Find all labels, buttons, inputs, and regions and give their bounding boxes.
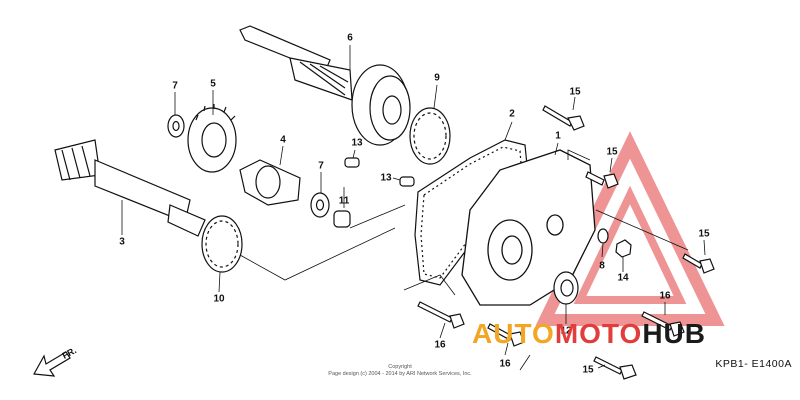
washer-8 (597, 228, 609, 244)
callout-7-top: 7 (172, 80, 178, 92)
callout-13-mid: 13 (380, 172, 392, 184)
copyright-line-2: Page design (c) 2004 - 2014 by ARI Netwo… (328, 371, 472, 377)
callout-15-bottom: 15 (582, 364, 594, 376)
washer-7-mid (310, 192, 330, 218)
callout-4: 4 (280, 134, 286, 146)
callout-11: 11 (338, 195, 350, 207)
bolt-15-bottom (593, 356, 637, 380)
front-direction-arrow (33, 351, 71, 377)
callout-6: 6 (347, 32, 353, 44)
bolt-15-mid (585, 171, 619, 189)
washer-7-top (167, 114, 185, 138)
diagram-code: KPB1- E1400A (715, 358, 792, 370)
gear-6 (351, 64, 411, 146)
callout-5: 5 (210, 78, 216, 90)
bearing-9 (409, 107, 451, 165)
watermark-moto: MOTO (554, 318, 643, 349)
watermark-hub: HUB (642, 318, 706, 349)
callout-15-top: 15 (569, 86, 581, 98)
callout-16-left: 16 (434, 339, 446, 351)
bolt-16-left (417, 301, 465, 329)
callout-10: 10 (213, 293, 225, 305)
callout-15-right: 15 (698, 228, 710, 240)
callout-13-top: 13 (351, 137, 363, 149)
gear-5 (187, 104, 237, 173)
nut-14 (615, 239, 632, 258)
callout-14: 14 (617, 272, 629, 284)
callout-7-mid: 7 (318, 160, 324, 172)
bushing-11 (333, 210, 351, 228)
bearing-10 (201, 215, 243, 273)
bolt-15-top (542, 105, 585, 131)
callout-16-right: 16 (659, 290, 671, 302)
copyright-line-1: Copyright (388, 364, 412, 370)
bolt-16-center (487, 323, 525, 347)
watermark-auto: AUTO (472, 318, 555, 349)
dowel-pins-13 (344, 157, 415, 187)
callout-12: 12 (560, 325, 572, 337)
countershaft-6 (239, 25, 353, 101)
callout-15-mid: 15 (606, 146, 618, 158)
oil-seal-12 (553, 271, 579, 305)
copyright-notice: Copyright Page design (c) 2004 - 2014 by… (328, 364, 471, 378)
watermark-brand-text: AUTOMOTOHUB (472, 318, 706, 350)
bolt-15-right (682, 253, 715, 274)
callout-2: 2 (509, 108, 515, 120)
callout-8: 8 (599, 260, 605, 272)
leader-lines (121, 45, 706, 371)
callout-1: 1 (555, 130, 561, 142)
mainshaft-3 (54, 139, 206, 237)
callout-16-center: 16 (499, 358, 511, 370)
gear-4 (239, 159, 301, 206)
transmission-cover-1 (461, 149, 596, 306)
bolt-16-right (641, 311, 685, 337)
callout-3: 3 (119, 236, 125, 248)
callout-9: 9 (434, 72, 440, 84)
